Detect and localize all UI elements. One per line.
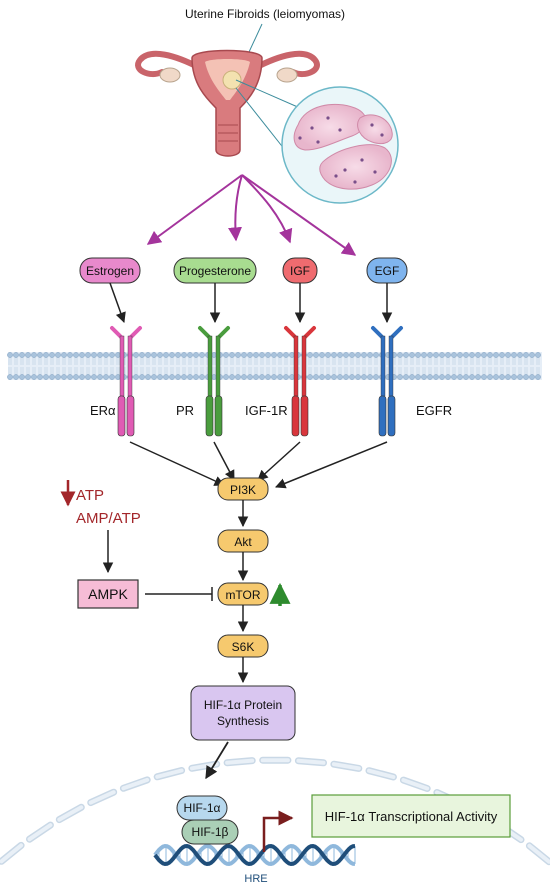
ligand-estrogen: Estrogen: [79, 257, 141, 284]
receptor-pr-label: PR: [176, 403, 194, 418]
node-pi3k: PI3K: [217, 477, 269, 501]
diagram-title: Uterine Fibroids (leiomyomas): [185, 7, 345, 21]
ligand-igf: IGF: [282, 257, 318, 284]
hif-activity-label: HIF-1α Transcriptional Activity: [325, 809, 498, 824]
hre-label: HRE: [244, 873, 267, 885]
hif1a-label: HIF-1α: [184, 801, 221, 815]
ligand-egf: EGF: [366, 257, 408, 284]
node-ampk: AMPK: [77, 579, 139, 609]
node-pi3k-label: PI3K: [230, 483, 256, 497]
ligand-progesterone: Progesterone: [173, 257, 257, 284]
receptor-era-label: ERα: [90, 403, 116, 418]
hif-complex: HIF-1α HIF-1β: [176, 795, 239, 845]
node-hif-protein-synthesis: HIF-1α Protein Synthesis: [190, 685, 296, 741]
hif1b-label: HIF-1β: [192, 825, 229, 839]
ligand-egf-label: EGF: [375, 264, 400, 278]
receptor-egfr-label: EGFR: [416, 403, 452, 418]
arrow-synthesis-hif-complex: [205, 741, 229, 780]
node-s6k: S6K: [217, 634, 269, 658]
node-akt: Akt: [217, 529, 269, 553]
dna-strand: [153, 843, 356, 867]
receptor-era: [110, 326, 142, 437]
receptor-egfr: [371, 326, 403, 437]
receptor-igf1r: [284, 326, 316, 437]
atp-label: ATP: [76, 487, 104, 504]
amp-atp-label: AMP/ATP: [76, 510, 141, 527]
node-mtor-label: mTOR: [225, 588, 260, 602]
ligand-igf-label: IGF: [290, 264, 310, 278]
node-ampk-label: AMPK: [88, 586, 128, 602]
hif-transcriptional-activity: HIF-1α Transcriptional Activity: [311, 794, 511, 838]
receptor-to-pi3k-arrows: [129, 441, 388, 489]
node-hif-synthesis-line1: HIF-1α Protein: [204, 698, 282, 712]
transcription-start-arrow: [262, 810, 294, 852]
receptor-pr: [198, 326, 230, 437]
ligand-progesterone-label: Progesterone: [179, 264, 251, 278]
receptor-igf1r-label: IGF-1R: [245, 403, 288, 418]
zoom-line-top: [235, 79, 301, 109]
node-akt-label: Akt: [234, 535, 252, 549]
node-hif-synthesis-line2: Synthesis: [217, 714, 269, 728]
uterus-illustration: [135, 49, 320, 157]
ligand-release-arrows: [146, 174, 357, 256]
ligand-estrogen-label: Estrogen: [86, 264, 134, 278]
nuclear-membrane: [0, 756, 550, 866]
node-s6k-label: S6K: [232, 640, 255, 654]
zoom-line-bottom: [235, 87, 286, 151]
node-mtor: mTOR: [217, 582, 269, 606]
fibroid-tissue-magnified: [281, 86, 399, 204]
cell-membrane: [7, 352, 542, 380]
ligand-binding-arrows: [109, 282, 393, 324]
ampk-inhibits-mtor: [145, 587, 213, 601]
